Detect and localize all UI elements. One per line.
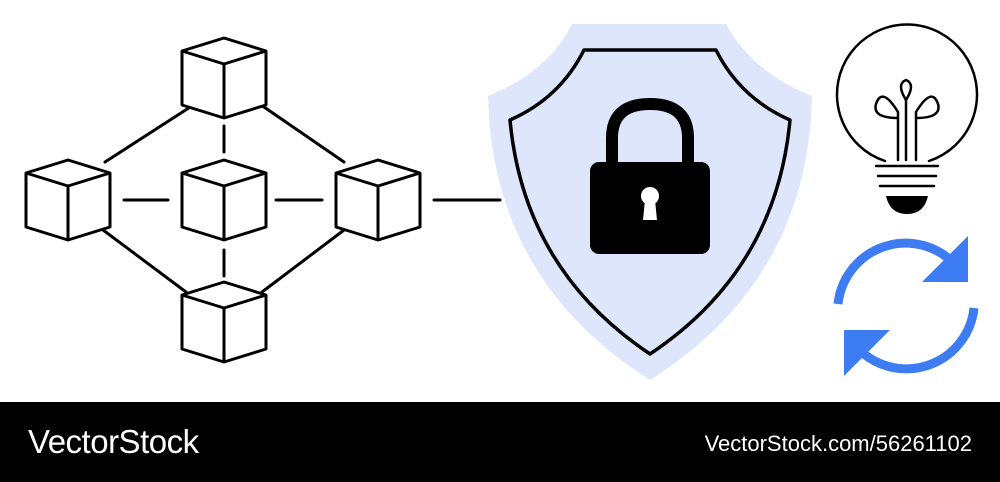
cube-icon xyxy=(180,36,268,120)
cube-icon xyxy=(24,158,112,242)
footer-bar: VectorStock VectorStock.com/56261102 xyxy=(0,402,1000,482)
cube-icon xyxy=(334,158,422,242)
refresh-arrows-icon xyxy=(833,236,979,376)
image-credit: VectorStock.com/56261102 xyxy=(704,431,972,456)
padlock-icon xyxy=(590,97,710,254)
cube-icon xyxy=(180,280,268,364)
illustration xyxy=(24,23,979,380)
cube-icon xyxy=(180,158,268,242)
blockchain-network-icon xyxy=(24,36,502,364)
network-connectors xyxy=(93,94,502,294)
vectorstock-logo: VectorStock xyxy=(28,423,199,460)
shield-icon xyxy=(488,24,812,380)
lightbulb-icon xyxy=(835,23,979,214)
